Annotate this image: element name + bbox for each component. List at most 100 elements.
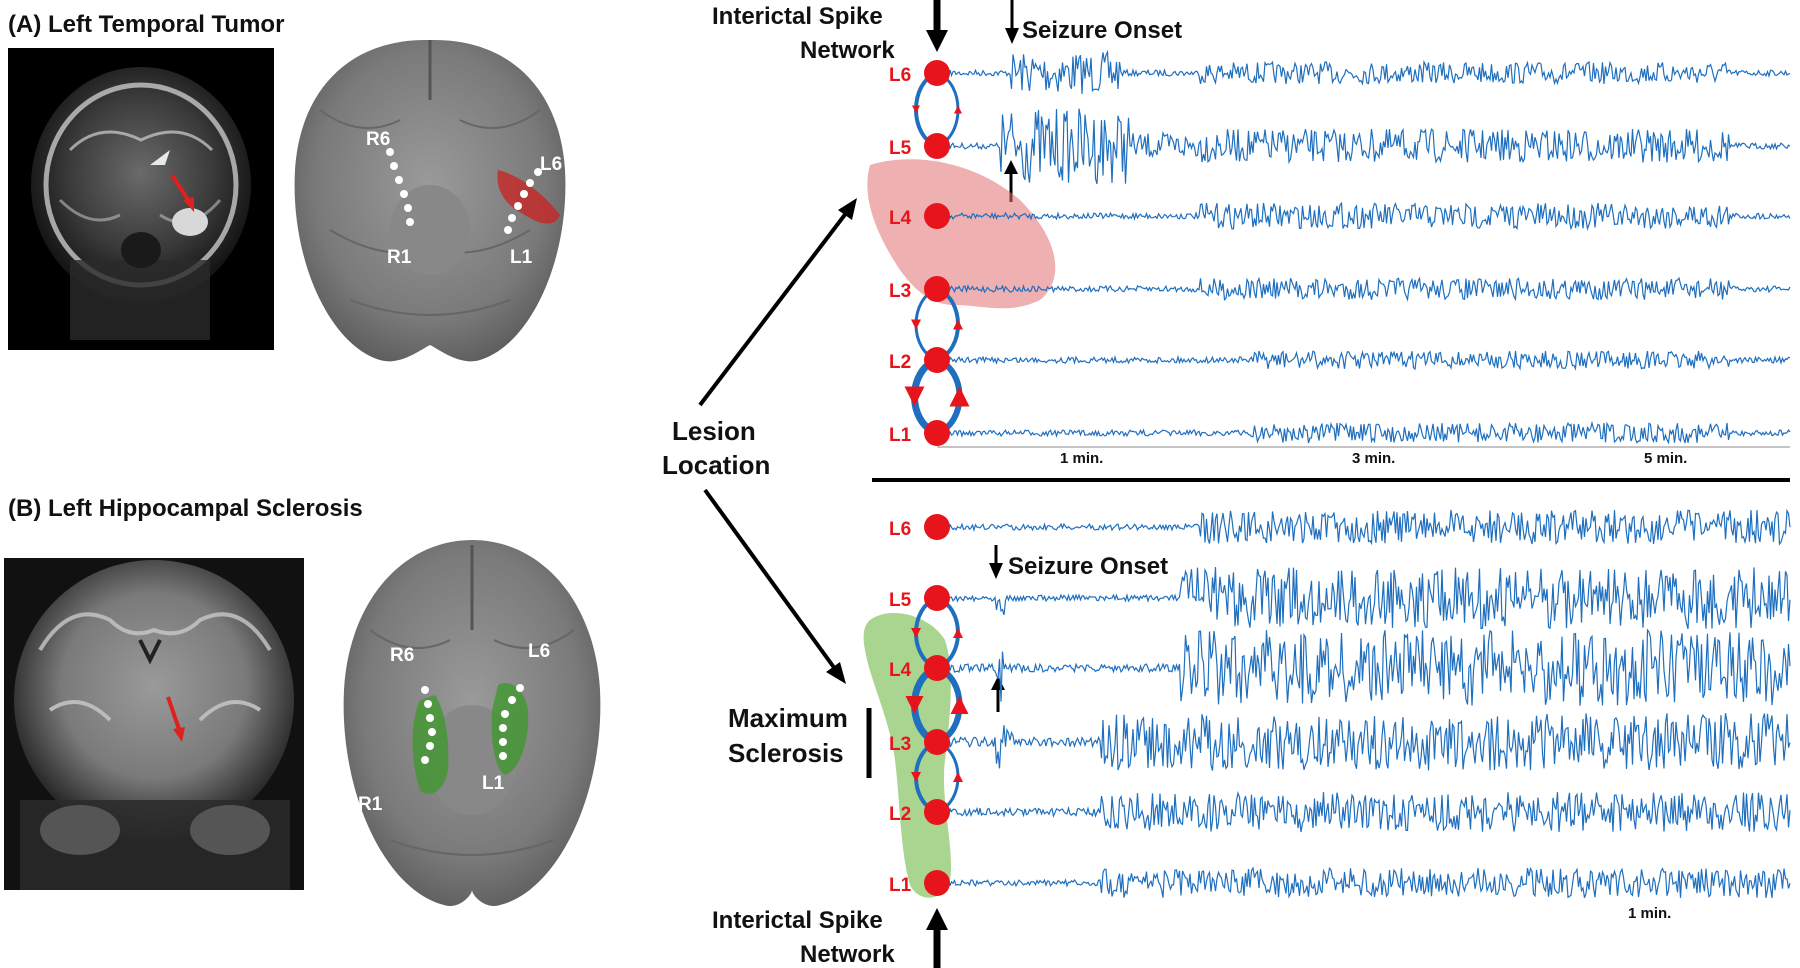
top-loop-l3-l2-arrow-up — [953, 319, 963, 330]
panel-a-title: (A) Left Temporal Tumor — [8, 11, 284, 38]
bottom-trace-l3 — [949, 713, 1791, 771]
lesion-arrow-down — [703, 488, 840, 675]
lesion-arrowhead-up — [838, 198, 857, 220]
electrode-dots-b — [421, 684, 524, 764]
brain-b-label-r1: R1 — [358, 794, 383, 815]
bottom-loop-l5-l4-arrow-up — [953, 628, 963, 638]
bottom-trace-l4 — [949, 628, 1791, 706]
lesion-arrow-up — [698, 206, 852, 407]
lesion-b-left — [491, 682, 529, 775]
top-loop-l6-l5-arrow-up — [954, 105, 962, 114]
bottom-loop-l3-l2-arrow-down — [911, 772, 921, 782]
top-channel-label-l5: L5 — [889, 138, 912, 159]
brain-b-label-r6: R6 — [390, 645, 414, 666]
bottom-channel-label-l6: L6 — [889, 519, 911, 540]
top-channel-label-l1: L1 — [889, 425, 912, 446]
mri-arrowhead-b — [173, 727, 185, 742]
lesion-location-line1: Lesion — [672, 416, 756, 446]
top-channel-label-l4: L4 — [889, 208, 912, 229]
bottom-node-l5 — [924, 585, 950, 611]
bottom-channel-label-l4: L4 — [889, 660, 912, 681]
top-time-label-5: 5 min. — [1644, 450, 1687, 467]
top-trace-l1 — [949, 420, 1791, 445]
top-trace-l2 — [949, 349, 1791, 371]
brain-a-label-l1: L1 — [510, 247, 533, 268]
mri-image-b — [4, 558, 304, 890]
bottom-trace-l2 — [949, 790, 1791, 833]
top-lesion-overlay — [867, 159, 1056, 309]
bottom-network-label-2: Network — [800, 941, 895, 968]
top-loop-l2-l1-arrow-down — [904, 386, 925, 407]
bottom-channel-label-l1: L1 — [889, 875, 912, 896]
lesion-location-line2: Location — [662, 450, 770, 480]
top-seizure-arrowhead — [1005, 28, 1019, 44]
bottom-seizure-arrowhead — [989, 563, 1003, 579]
brain-a-label-r1: R1 — [387, 247, 412, 268]
top-node-l4 — [924, 203, 950, 229]
top-node-l6 — [924, 60, 950, 86]
top-node-l1 — [924, 420, 950, 446]
bottom-channel-label-l3: L3 — [889, 734, 911, 755]
bottom-node-l3 — [924, 729, 950, 755]
bottom-time-label-1: 1 min. — [1628, 905, 1671, 922]
top-time-label-3: 3 min. — [1352, 450, 1395, 467]
top-channel-label-l3: L3 — [889, 281, 911, 302]
top-loop-l2-l1-arrow-up — [949, 386, 970, 407]
top-trace-l4 — [949, 201, 1791, 232]
brain-a-label-r6: R6 — [366, 129, 390, 150]
bottom-loop-l3-l2-arrow-up — [953, 772, 963, 782]
top-trace-l3 — [949, 276, 1791, 302]
top-node-l5 — [924, 133, 950, 159]
bottom-network-arrowhead — [926, 908, 948, 930]
bottom-trace-l1 — [949, 866, 1791, 899]
bottom-seizure-onset: Seizure Onset — [1008, 553, 1168, 580]
bottom-lesion-overlay — [863, 612, 952, 898]
top-loop-l6-l5-arrow-down — [912, 105, 920, 114]
electrode-dots-a — [386, 148, 542, 234]
brain-b-label-l6: L6 — [528, 641, 550, 662]
bottom-node-l6 — [924, 514, 950, 540]
bottom-node-l2 — [924, 799, 950, 825]
lesion-arrowhead-down — [826, 662, 846, 684]
top-onset-up-arrowhead — [1004, 160, 1018, 174]
top-trace-l6 — [949, 49, 1791, 94]
lesion-a — [497, 170, 560, 224]
brain-b-label-l1: L1 — [482, 773, 505, 794]
bottom-channel-label-l2: L2 — [889, 804, 911, 825]
brain-render-b — [343, 540, 601, 907]
top-channel-label-l2: L2 — [889, 352, 911, 373]
bottom-node-l1 — [924, 870, 950, 896]
top-eeg-traces — [949, 49, 1791, 445]
top-loop-l3-l2-arrow-down — [911, 319, 921, 330]
top-node-l2 — [924, 347, 950, 373]
mri-arrow-a — [170, 173, 192, 205]
bottom-trace-l5 — [949, 566, 1791, 630]
sclerosis-label-2: Sclerosis — [728, 738, 844, 768]
sclerosis-label-1: Maximum — [728, 703, 848, 733]
mri-arrow-b — [166, 696, 182, 733]
brain-a-label-l6: L6 — [540, 154, 562, 175]
brain-render-a — [294, 39, 566, 362]
top-time-label-1: 1 min. — [1060, 450, 1103, 467]
mri-arrowhead-a — [183, 197, 194, 212]
top-network-label-1: Interictal Spike — [712, 3, 883, 30]
top-channel-label-l6: L6 — [889, 65, 911, 86]
top-node-l3 — [924, 276, 950, 302]
mri-image-a — [8, 48, 274, 350]
bottom-loop-l4-l3-arrow-up — [950, 696, 969, 714]
top-trace-l5 — [949, 108, 1791, 185]
bottom-loop-l5-l4-arrow-down — [911, 628, 921, 638]
top-network-arrowhead — [926, 30, 948, 52]
bottom-eeg-traces — [949, 508, 1791, 899]
top-seizure-onset: Seizure Onset — [1022, 17, 1182, 44]
top-network-label-2: Network — [800, 37, 895, 64]
bottom-trace-l6 — [949, 508, 1791, 546]
panel-b-title: (B) Left Hippocampal Sclerosis — [8, 495, 363, 522]
bottom-channel-label-l5: L5 — [889, 590, 912, 611]
bottom-network-label-1: Interictal Spike — [712, 907, 883, 934]
bottom-node-l4 — [924, 655, 950, 681]
bottom-loop-l4-l3-arrow-down — [905, 696, 924, 714]
